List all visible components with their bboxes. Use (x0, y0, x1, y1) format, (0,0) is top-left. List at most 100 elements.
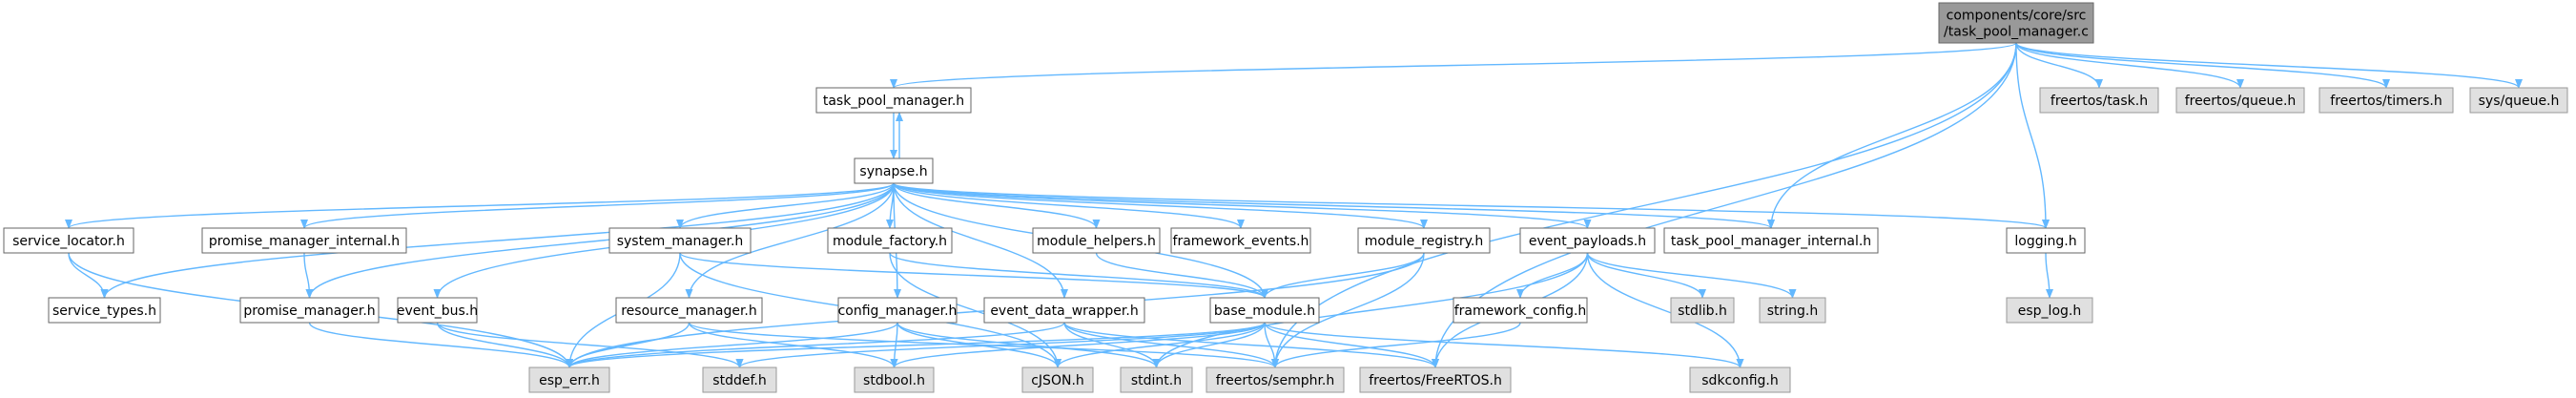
edge-event_data_wrapper-to-semphr (1063, 322, 1279, 368)
edge-event_payloads-to-sdkconfig (1586, 252, 1744, 368)
node-label: freertos/task.h (2050, 94, 2148, 109)
edge-synapse-to-tpm_internal (893, 182, 1775, 229)
node-box (1663, 227, 1879, 254)
node-tpm_h[interactable]: task_pool_manager.h (815, 87, 972, 114)
node-label: components/core/src (1947, 8, 2087, 23)
node-label: promise_manager_internal.h (209, 234, 400, 249)
node-logging[interactable]: logging.h (2006, 227, 2086, 254)
edge-base_module-to-stdbool (890, 322, 1266, 368)
node-event_bus[interactable]: event_bus.h (397, 297, 478, 324)
node-cjson: cJSON.h (1021, 367, 1094, 393)
edge-event_payloads-to-stdlib (1586, 252, 1706, 299)
edge-event_data_wrapper-to-freertos_h (1063, 322, 1439, 368)
node-event_payloads[interactable]: event_payloads.h (1519, 227, 1656, 254)
node-promise_internal[interactable]: promise_manager_internal.h (201, 227, 407, 254)
edge-root-to-freertos_task (2015, 42, 2103, 89)
node-label: stdlib.h (1678, 304, 1727, 319)
node-sys_queue: sys/queue.h (2469, 87, 2568, 114)
node-label: synapse.h (859, 164, 927, 179)
edge-synapse-to-module_registry (893, 182, 1428, 229)
node-label: base_module.h (1214, 304, 1315, 319)
edge-synapse-to-module_helpers (893, 182, 1101, 229)
node-config_manager[interactable]: config_manager.h (837, 297, 958, 324)
edge-base_module-to-sdkconfig (1264, 322, 1744, 368)
edge-root-to-sys_queue (2015, 42, 2523, 89)
node-box (1206, 367, 1345, 393)
node-box (1689, 367, 1791, 393)
node-promise_manager[interactable]: promise_manager.h (239, 297, 380, 324)
nodes-layer: components/core/src/task_pool_manager.ct… (3, 2, 2568, 393)
node-box (854, 157, 934, 184)
node-module_registry[interactable]: module_registry.h (1357, 227, 1491, 254)
edge-root-to-logging (2015, 42, 2050, 229)
edge-framework_config-to-semphr (1271, 322, 1521, 368)
node-label: service_locator.h (12, 234, 125, 249)
node-label: resource_manager.h (621, 304, 757, 319)
edge-module_registry-to-base_module (1261, 252, 1425, 299)
edge-resource_manager-to-esp_err (566, 322, 690, 368)
node-box (2039, 87, 2159, 114)
edge-module_registry-to-semphr (1271, 252, 1425, 368)
edge-promise_manager-to-esp_err (308, 322, 573, 368)
edge-synapse-to-system_manager (676, 182, 895, 229)
node-box (1209, 297, 1320, 324)
node-box (2318, 87, 2454, 114)
node-root[interactable]: components/core/src/task_pool_manager.c (1938, 2, 2094, 44)
node-box (3, 227, 134, 254)
node-tpm_internal[interactable]: task_pool_manager_internal.h (1663, 227, 1879, 254)
node-box (2006, 227, 2086, 254)
node-box (2469, 87, 2568, 114)
node-system_manager[interactable]: system_manager.h (608, 227, 752, 254)
node-synapse[interactable]: synapse.h (854, 157, 934, 184)
node-box (1021, 367, 1094, 393)
node-service_locator[interactable]: service_locator.h (3, 227, 134, 254)
node-framework_events[interactable]: framework_events.h (1170, 227, 1311, 254)
node-label: config_manager.h (838, 304, 958, 319)
node-box (528, 367, 610, 393)
node-label: service_types.h (52, 304, 156, 319)
node-label: module_helpers.h (1037, 234, 1156, 249)
node-base_module[interactable]: base_module.h (1209, 297, 1320, 324)
edge-resource_manager-to-stdbool (688, 322, 898, 368)
node-box (837, 297, 958, 324)
node-framework_config[interactable]: framework_config.h (1453, 297, 1588, 324)
node-label: framework_config.h (1454, 304, 1587, 319)
node-label: task_pool_manager.h (823, 94, 964, 109)
node-box (983, 297, 1145, 324)
node-module_factory[interactable]: module_factory.h (827, 227, 953, 254)
node-box (854, 367, 935, 393)
edge-synapse-to-service_types (100, 182, 895, 299)
edge-synapse-to-promise_manager (305, 182, 895, 299)
node-label: freertos/queue.h (2185, 94, 2297, 109)
node-stdlib: stdlib.h (1670, 297, 1735, 324)
node-freertos_queue: freertos/queue.h (2175, 87, 2305, 114)
node-box (1938, 2, 2094, 44)
node-box (1759, 297, 1826, 324)
edge-root-to-freertos_timers (2015, 42, 2390, 89)
node-service_types[interactable]: service_types.h (48, 297, 161, 324)
node-string: string.h (1759, 297, 1826, 324)
node-label: logging.h (2014, 234, 2076, 249)
edge-base_module-to-esp_err (566, 322, 1266, 368)
node-label: event_data_wrapper.h (990, 304, 1138, 319)
node-label: event_bus.h (397, 304, 478, 319)
edge-root-to-tpm_h (890, 42, 2017, 89)
node-label: stddef.h (712, 373, 766, 388)
node-label: module_factory.h (833, 234, 947, 249)
node-label: event_payloads.h (1529, 234, 1646, 249)
node-module_helpers[interactable]: module_helpers.h (1032, 227, 1161, 254)
node-event_data_wrapper[interactable]: event_data_wrapper.h (983, 297, 1145, 324)
edge-service_locator-to-service_types (68, 252, 109, 299)
edge-synapse-to-service_locator (65, 182, 895, 229)
node-box (615, 297, 763, 324)
node-box (2006, 297, 2093, 324)
node-label: string.h (1767, 304, 1819, 319)
node-label: sys/queue.h (2479, 94, 2560, 109)
node-box (1670, 297, 1735, 324)
node-semphr: freertos/semphr.h (1206, 367, 1345, 393)
node-label: freertos/timers.h (2330, 94, 2442, 109)
edge-synapse-to-event_payloads (893, 182, 1592, 229)
node-resource_manager[interactable]: resource_manager.h (615, 297, 763, 324)
edge-synapse-to-logging (893, 182, 2050, 229)
